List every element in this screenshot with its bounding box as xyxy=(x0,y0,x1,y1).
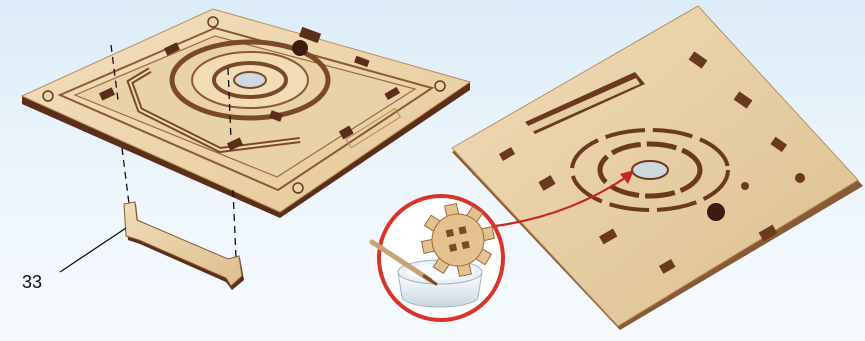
bracket-part-33 xyxy=(124,202,244,290)
plywood-base-plate xyxy=(22,9,470,218)
flipped-plate xyxy=(452,6,863,330)
glue-detail-callout xyxy=(372,196,503,320)
part-number-label: 33 xyxy=(22,272,42,293)
callout-leader-line xyxy=(60,228,126,272)
